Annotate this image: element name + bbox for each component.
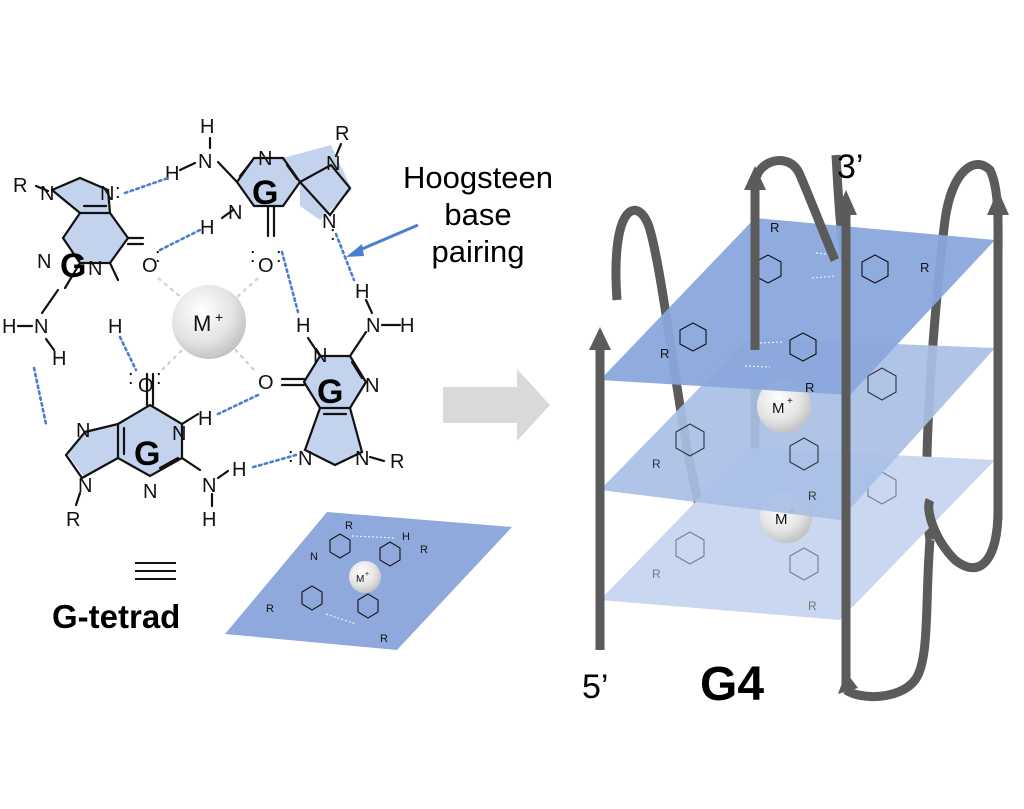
svg-text:N: N — [88, 258, 102, 280]
g-tetrad-layer-1: R R R R — [600, 218, 995, 395]
guanine-top-right: H N H N R N N H N : O : : G — [165, 116, 352, 277]
base-letter: G — [317, 373, 343, 411]
svg-text:N: N — [78, 475, 92, 497]
hoogsteen-hydrogen-bonds — [32, 176, 356, 470]
three-prime-label: 3’ — [837, 148, 863, 186]
svg-text:H: H — [52, 348, 66, 370]
svg-text:R: R — [66, 509, 80, 531]
guanine-top-left: R N N : N N O : H N H H G — [2, 175, 161, 370]
cation-charge: + — [215, 309, 223, 325]
svg-text:H: H — [400, 315, 414, 337]
svg-text::: : — [276, 245, 282, 267]
base-letter: G — [252, 174, 278, 212]
guanine-right: H N H H N N O N : N R G — [258, 281, 414, 473]
guanine-bottom-left: O : : N N H N N N H H R G — [64, 367, 246, 531]
svg-text:M: M — [356, 574, 364, 585]
cation-sphere: M + — [172, 285, 246, 359]
svg-text:N: N — [198, 151, 212, 173]
svg-text:+: + — [365, 571, 369, 578]
svg-text:R: R — [660, 346, 669, 361]
svg-text:N: N — [355, 448, 369, 470]
svg-text:N: N — [366, 315, 380, 337]
g-tetrad-layer-2: M + R R — [600, 338, 995, 520]
svg-text:R: R — [808, 599, 817, 613]
g-tetrad-plane-icon: M + R N H R R R — [225, 512, 512, 650]
svg-text:N: N — [365, 375, 379, 397]
svg-text:O: O — [258, 372, 274, 394]
svg-text:M: M — [775, 511, 788, 528]
svg-text:N: N — [37, 251, 51, 273]
svg-text:N: N — [258, 148, 272, 170]
svg-text:R: R — [335, 123, 349, 145]
svg-text:N: N — [310, 551, 318, 563]
svg-text:N: N — [322, 211, 336, 233]
svg-text::: : — [156, 367, 162, 389]
svg-text:M: M — [772, 400, 785, 417]
svg-text:N: N — [40, 183, 54, 205]
g-tetrad-label: G-tetrad — [52, 598, 180, 635]
svg-text:R: R — [652, 457, 661, 471]
svg-text:N: N — [228, 202, 242, 224]
svg-text:H: H — [402, 531, 410, 543]
svg-text:H: H — [2, 316, 16, 338]
svg-text:H: H — [296, 315, 310, 337]
svg-text::: : — [330, 223, 336, 245]
svg-text:N: N — [100, 183, 114, 205]
svg-text:R: R — [652, 567, 661, 581]
svg-text:H: H — [355, 281, 369, 303]
cation-label: M — [193, 311, 211, 336]
svg-text:R: R — [345, 520, 353, 532]
svg-text:N: N — [326, 153, 340, 175]
svg-text::: : — [250, 245, 256, 267]
annotation-line-2: base — [444, 197, 511, 232]
svg-text:R: R — [805, 380, 814, 395]
hoogsteen-annotation: Hoogsteen base pairing — [346, 160, 553, 269]
svg-text:H: H — [108, 316, 122, 338]
svg-text:O: O — [258, 255, 274, 277]
base-letter: G — [60, 247, 86, 285]
backbone-strands-front — [589, 156, 1009, 702]
g4-label: G4 — [700, 658, 764, 711]
svg-text:N: N — [298, 448, 312, 470]
svg-text:H: H — [232, 459, 246, 481]
g-tetrad-structure: M + R N N : N N O : H N — [2, 116, 414, 531]
svg-text:O: O — [138, 375, 154, 397]
svg-text:O: O — [142, 255, 158, 277]
svg-text:H: H — [198, 408, 212, 430]
svg-text:+: + — [787, 396, 793, 407]
base-letter: G — [134, 435, 160, 473]
svg-text:N: N — [313, 345, 327, 367]
svg-text:R: R — [266, 603, 274, 615]
svg-text:H: H — [202, 509, 216, 531]
svg-text:R: R — [380, 633, 388, 645]
equivalence-symbol — [135, 562, 176, 580]
svg-text:N: N — [143, 481, 157, 503]
transition-arrow — [443, 369, 550, 441]
svg-text:R: R — [420, 544, 428, 556]
annotation-line-1: Hoogsteen — [403, 160, 553, 195]
five-prime-label: 5’ — [582, 668, 608, 706]
svg-text:R: R — [390, 451, 404, 473]
annotation-line-3: pairing — [431, 234, 524, 269]
svg-text:H: H — [200, 116, 214, 138]
svg-text:N: N — [34, 316, 48, 338]
svg-text:R: R — [808, 489, 817, 503]
svg-text:H: H — [200, 217, 214, 239]
svg-text::: : — [155, 245, 161, 267]
svg-text:N: N — [76, 420, 90, 442]
svg-text:N: N — [202, 475, 216, 497]
svg-text:R: R — [13, 175, 27, 197]
g-quadruplex-stack: M + R R M + R R — [582, 148, 1009, 711]
svg-text:R: R — [920, 260, 929, 275]
svg-text::: : — [115, 181, 121, 203]
cation-coordination-bonds — [157, 277, 259, 371]
svg-text:N: N — [172, 423, 186, 445]
svg-text:H: H — [165, 163, 179, 185]
svg-text::: : — [128, 367, 134, 389]
svg-text:R: R — [770, 220, 779, 235]
